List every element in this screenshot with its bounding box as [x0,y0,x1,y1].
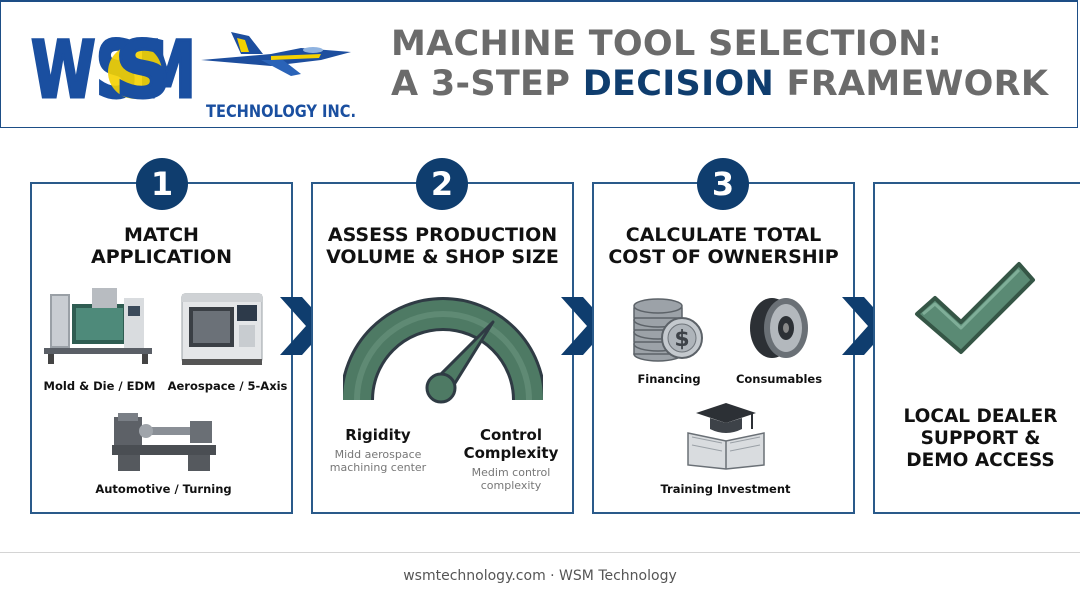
app-label-automotive: Automotive / Turning [95,482,232,496]
app-label-edm: Mold & Die / EDM [43,379,156,393]
step-3-badge: 3 [697,158,749,210]
gauge-left-label: Rigidity [345,426,411,444]
tco-label-financing: Financing [637,372,701,386]
title-line-2: A 3-STEP DECISION FRAMEWORK [391,64,1049,104]
step-2-badge: 2 [416,158,468,210]
step-1-badge: 1 [136,158,188,210]
tco-label-consumables: Consumables [735,372,823,386]
wsm-logo: WSM S TECHNOLOGY INC. [31,25,356,123]
gauge-icon [343,297,543,404]
jet-icon [201,32,351,76]
app-label-aerospace: Aerospace / 5-Axis [167,379,288,393]
title-line-1: MACHINE TOOL SELECTION: [391,24,943,64]
svg-text:$: $ [674,327,689,352]
header-banner: WSM S TECHNOLOGY INC. MACHINE TOOL SELEC… [0,0,1078,128]
svg-text:S: S [115,26,171,116]
page-title: MACHINE TOOL SELECTION: A 3-STEP DECISIO… [391,24,1048,104]
footer-divider [0,552,1080,553]
checkmark-icon [915,262,1035,354]
coin-stack-icon: $ [633,298,703,362]
title-accent: DECISION [582,64,775,104]
footer-text: wsmtechnology.com · WSM Technology [403,568,677,584]
edm-machine-icon [44,288,152,364]
lathe-icon [112,413,216,471]
wire-spool-icon [750,298,808,358]
tco-label-training: Training Investment [660,482,791,496]
graduation-book-icon [687,403,765,470]
vertical-machining-center-icon [181,293,263,365]
logo-company: TECHNOLOGY INC. [206,102,356,122]
